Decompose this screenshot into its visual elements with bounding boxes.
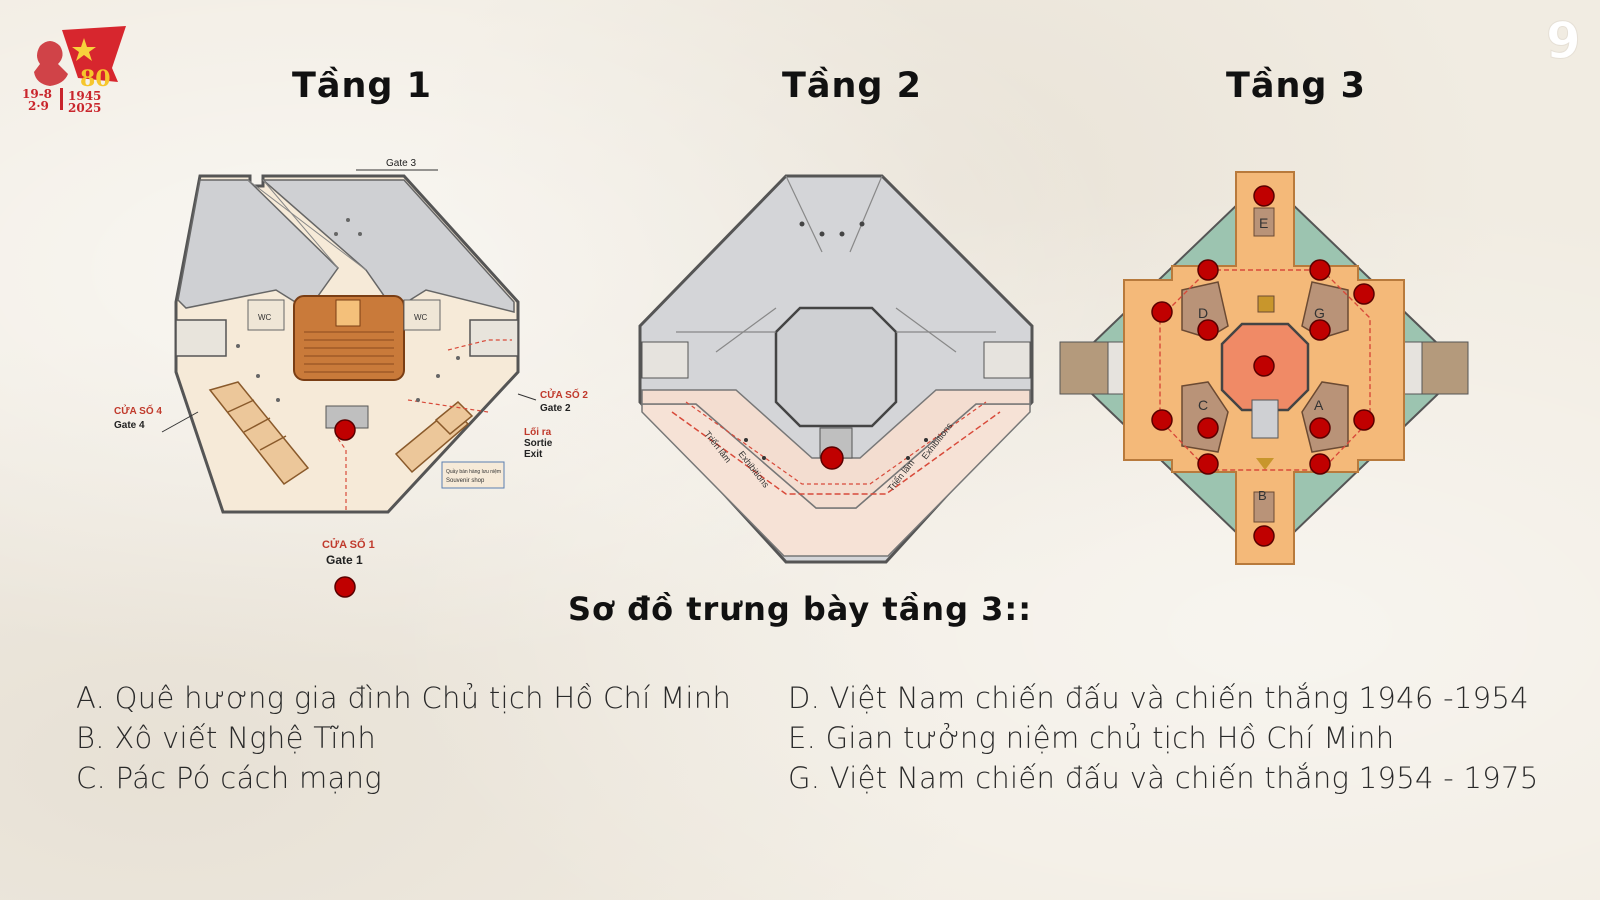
floor1-east-wing: [261, 179, 515, 313]
floor3-marker: [1197, 319, 1219, 341]
floor3-label-g: G: [1314, 305, 1325, 321]
floor1-shop-en: Souvenir shop: [446, 478, 485, 484]
floor1-marker: [334, 419, 356, 441]
floor1-gate1-vi: CỬA SỐ 1: [322, 537, 375, 551]
floor1-se-rooms: [394, 400, 474, 474]
legend-item-c: C. Pác Pó cách mạng: [76, 761, 382, 795]
floor3-triangle: [1256, 458, 1274, 470]
section-title: Sơ đồ trưng bày tầng 3::: [568, 590, 1032, 628]
floor1-wc-west: [247, 299, 285, 331]
floor3-room-e: [1253, 207, 1275, 237]
floor3-marker: [1353, 283, 1375, 305]
floor1-stair-east: [469, 319, 519, 357]
floor1-auditorium: [293, 295, 405, 381]
floor1-exit-en: Exit: [524, 449, 543, 460]
legend-item-a: A. Quê hương gia đình Chủ tịch Hồ Chí Mi…: [76, 681, 732, 715]
svg-text:WC: WC: [414, 313, 428, 322]
floor2-route: [671, 411, 1001, 495]
floor3-label-c: C: [1198, 397, 1208, 413]
floor3-stairs: [1251, 399, 1279, 439]
floor3-title: Tầng 3: [1225, 66, 1366, 106]
legend-item-d: D. Việt Nam chiến đấu và chiến thắng 194…: [788, 681, 1529, 715]
floor3-marker: [1253, 525, 1275, 547]
floor1-shop-box: [441, 461, 505, 489]
floor1-west-wing: [177, 179, 339, 312]
floor3-statue: [1257, 295, 1275, 313]
floor3-label-e: E: [1259, 215, 1268, 231]
floor3-marker: [1309, 453, 1331, 475]
svg-text:80: 80: [80, 66, 111, 92]
floor2-route-inner: [685, 401, 987, 485]
floor3-marker: [1197, 417, 1219, 439]
floor3-marker: [1197, 259, 1219, 281]
svg-text:19-8: 19-8: [22, 87, 52, 101]
floor3-marker: [1309, 259, 1331, 281]
floor3-marker: [1253, 185, 1275, 207]
floor3-marker: [1197, 453, 1219, 475]
floor3-marker: [1309, 417, 1331, 439]
floor2-title: Tầng 2: [781, 66, 922, 106]
floor1-exit-vi: Lối ra: [524, 426, 552, 438]
corner-badge: 9: [1546, 12, 1582, 71]
legend-item-g: G. Việt Nam chiến đấu và chiến thắng 195…: [788, 761, 1539, 795]
floor2-plan: Triển lãm Exhibitions Triển lãm Exhibiti…: [638, 174, 1034, 564]
legend-item-b: B. Xô viết Nghệ Tĩnh: [76, 721, 377, 755]
floor3-west-wing: [1059, 341, 1117, 395]
floor3-label-a: A: [1314, 397, 1324, 413]
floor2-exhibition-inner: [641, 389, 1031, 509]
floor1-divider-line: [247, 179, 367, 271]
floor2-stair-east: [983, 341, 1031, 379]
svg-text:1945: 1945: [68, 89, 101, 103]
svg-text:2·9: 2·9: [28, 99, 49, 113]
legend-right: D. Việt Nam chiến đấu và chiến thắng 194…: [788, 678, 1539, 798]
floor1-gate4-en: Gate 4: [114, 420, 145, 431]
floor3-marker: [1151, 301, 1173, 323]
legend-left: A. Quê hương gia đình Chủ tịch Hồ Chí Mi…: [76, 678, 731, 798]
legend-item-e: E. Gian tưởng niệm chủ tịch Hồ Chí Minh: [788, 721, 1395, 755]
floor3-plan: B A C D E G: [1059, 171, 1469, 565]
floor3-marker: [1309, 319, 1331, 341]
floor1-gate2-en: Gate 2: [540, 403, 571, 414]
floor1-plan: WC WC Gate 3 CỬA SỐ 4 Gate 4 CỬA SỐ 2 Ga…: [114, 158, 588, 598]
floor3-marker: [1353, 409, 1375, 431]
floor1-title: Tầng 1: [291, 66, 432, 106]
svg-text:WC: WC: [258, 313, 272, 322]
floor1-route: [335, 339, 512, 510]
floor1-divider-line: [262, 179, 339, 269]
floor3-label-b: B: [1258, 488, 1267, 503]
floor1-shop-vi: Quầy bán hàng lưu niệm: [446, 469, 501, 475]
floor3-marker: [1151, 409, 1173, 431]
floor1-gate3-label: Gate 3: [386, 158, 416, 169]
floor1-sw-rooms: [208, 381, 310, 486]
floor1-stage: [335, 299, 361, 327]
floor3-room-b: [1253, 491, 1275, 523]
floor2-stair-west: [641, 341, 689, 379]
floor3-marker: [1253, 355, 1275, 377]
floor1-stair-west: [175, 319, 227, 357]
floor3-label-d: D: [1198, 305, 1208, 321]
svg-text:2025: 2025: [68, 101, 101, 114]
floor3-markers: [1151, 185, 1375, 547]
floor1-gate1-marker: [334, 576, 356, 598]
floor2-marker: [820, 446, 844, 470]
svg-text:9: 9: [1546, 12, 1581, 70]
floor1-gate4-vi: CỬA SỐ 4: [114, 403, 162, 417]
floor1-gate1-en: Gate 1: [326, 553, 363, 567]
anniversary-logo: 80 19-8 2·9 1945 2025: [22, 26, 126, 114]
floor2-central-hall: [774, 306, 898, 428]
floor1-exit-fr: Sortie: [524, 438, 553, 449]
floor1-columns: [236, 218, 460, 402]
floor1-gate2-vi: CỬA SỐ 2: [540, 387, 588, 401]
floor1-wc-east: [403, 299, 441, 331]
